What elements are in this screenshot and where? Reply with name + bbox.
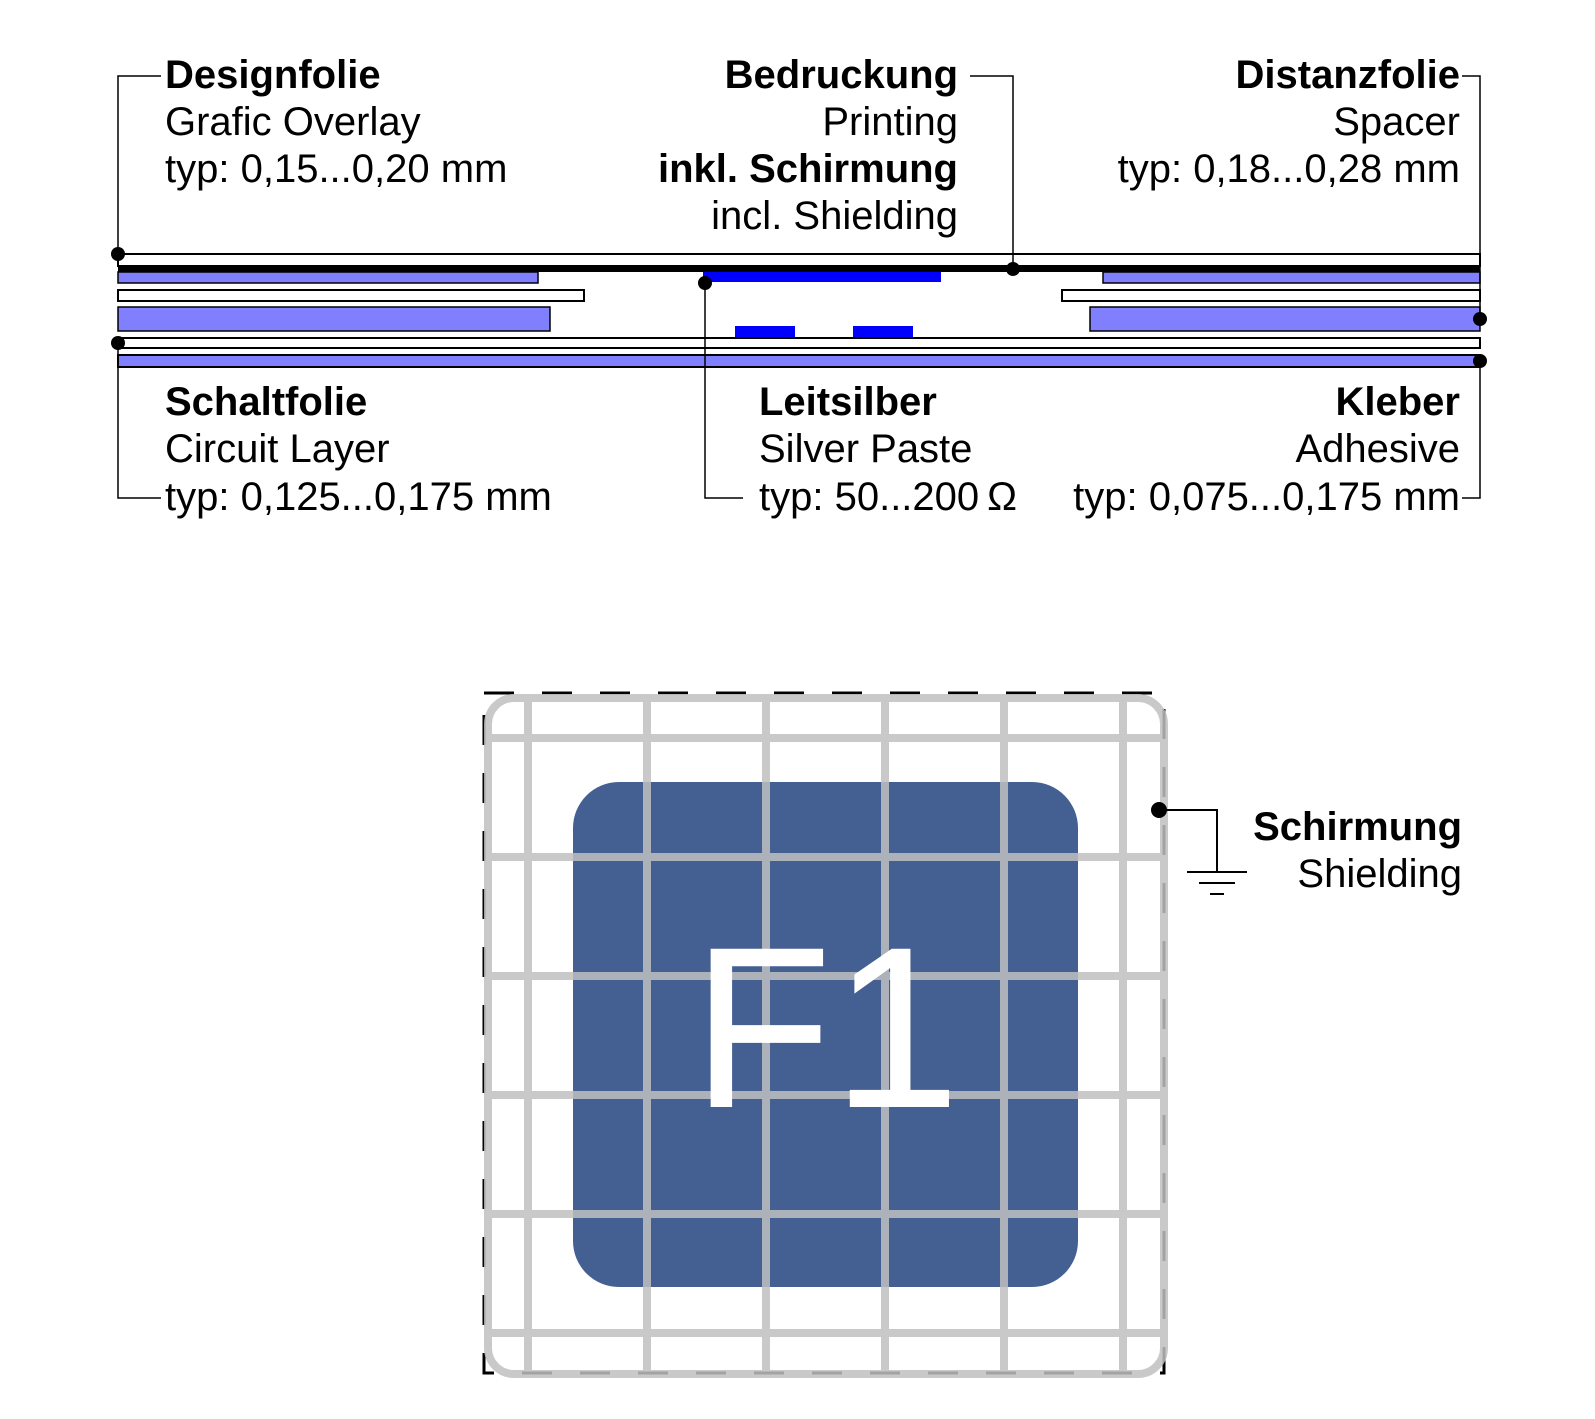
bedruckung-english: Printing	[822, 100, 958, 144]
shield-print-bar	[703, 272, 941, 282]
leitsilber-title: Leitsilber	[759, 380, 937, 424]
designfolie-title: Designfolie	[165, 53, 381, 97]
spacer-layer-right	[1061, 289, 1481, 302]
kleber-english: Adhesive	[1295, 427, 1460, 471]
connector-dot-icon	[698, 276, 712, 290]
silver-pad-left	[735, 326, 795, 337]
connector-dot-icon	[1473, 312, 1487, 326]
adhesive-bottom	[117, 354, 1481, 368]
connector-dot-icon	[1473, 354, 1487, 368]
label-schirmung: Schirmung Shielding	[1253, 805, 1462, 896]
schaltfolie-english: Circuit Layer	[165, 427, 390, 471]
leader-bedruckung	[970, 75, 1014, 269]
shield-grid-frame	[484, 694, 1168, 1378]
connector-dot-icon	[1151, 802, 1167, 818]
schaltfolie-thickness: typ: 0,125...0,175 mm	[165, 475, 552, 519]
adhesive-top-right	[1102, 271, 1481, 284]
connector-dot-icon	[111, 247, 125, 261]
silver-pad-right	[853, 326, 913, 337]
distanzfolie-thickness: typ: 0,18...0,28 mm	[1118, 147, 1460, 191]
bedruckung-shield-title: inkl. Schirmung	[658, 147, 958, 191]
leader-designfolie	[117, 75, 161, 254]
schirmung-title: Schirmung	[1253, 805, 1462, 849]
ground-wire	[1159, 809, 1218, 871]
leader-kleber	[1462, 361, 1481, 499]
kleber-thickness: typ: 0,075...0,175 mm	[1073, 475, 1460, 519]
designfolie-thickness: typ: 0,15...0,20 mm	[165, 147, 507, 191]
label-kleber: Kleber Adhesive typ: 0,075...0,175 mm	[1073, 380, 1460, 519]
adhesive-top-left	[117, 271, 539, 284]
bedruckung-title: Bedruckung	[725, 53, 958, 97]
connector-dot-icon	[111, 336, 125, 350]
ground-symbol-icon	[1187, 871, 1247, 895]
shielding-grid	[484, 694, 1168, 1378]
leader-lines	[117, 75, 1481, 499]
leader-leitsilber	[704, 283, 743, 499]
adhesive-mid-left	[117, 306, 551, 332]
leader-schaltfolie	[117, 343, 161, 499]
ground-connection	[1151, 802, 1247, 895]
leitsilber-resistance: typ: 50...200 Ω	[759, 475, 1017, 519]
label-schaltfolie: Schaltfolie Circuit Layer typ: 0,125...0…	[165, 380, 552, 519]
leader-distanzfolie	[1462, 75, 1481, 319]
schaltfolie-title: Schaltfolie	[165, 380, 367, 424]
connection-dots	[111, 247, 1487, 368]
distanzfolie-english: Spacer	[1333, 100, 1460, 144]
key-button-f1[interactable]	[573, 782, 1078, 1287]
distanzfolie-title: Distanzfolie	[1236, 53, 1460, 97]
leitsilber-english: Silver Paste	[759, 427, 972, 471]
spacer-layer-left	[117, 289, 585, 302]
label-designfolie: Designfolie Grafic Overlay typ: 0,15...0…	[165, 53, 507, 191]
key-label: F1	[692, 899, 960, 1156]
label-bedruckung: Bedruckung Printing inkl. Schirmung incl…	[658, 53, 958, 238]
design-film-layer	[117, 253, 1481, 267]
connector-dot-icon	[1006, 262, 1020, 276]
schirmung-english: Shielding	[1297, 852, 1462, 896]
label-distanzfolie: Distanzfolie Spacer typ: 0,18...0,28 mm	[1118, 53, 1460, 191]
label-leitsilber: Leitsilber Silver Paste typ: 50...200 Ω	[759, 380, 1017, 519]
bedruckung-shield-english: incl. Shielding	[711, 194, 958, 238]
kleber-title: Kleber	[1336, 380, 1461, 424]
circuit-layer	[117, 337, 1481, 349]
adhesive-mid-right	[1089, 306, 1481, 332]
key-top-view: F1	[482, 691, 1168, 1378]
layer-stack	[117, 253, 1481, 368]
designfolie-english: Grafic Overlay	[165, 100, 421, 144]
